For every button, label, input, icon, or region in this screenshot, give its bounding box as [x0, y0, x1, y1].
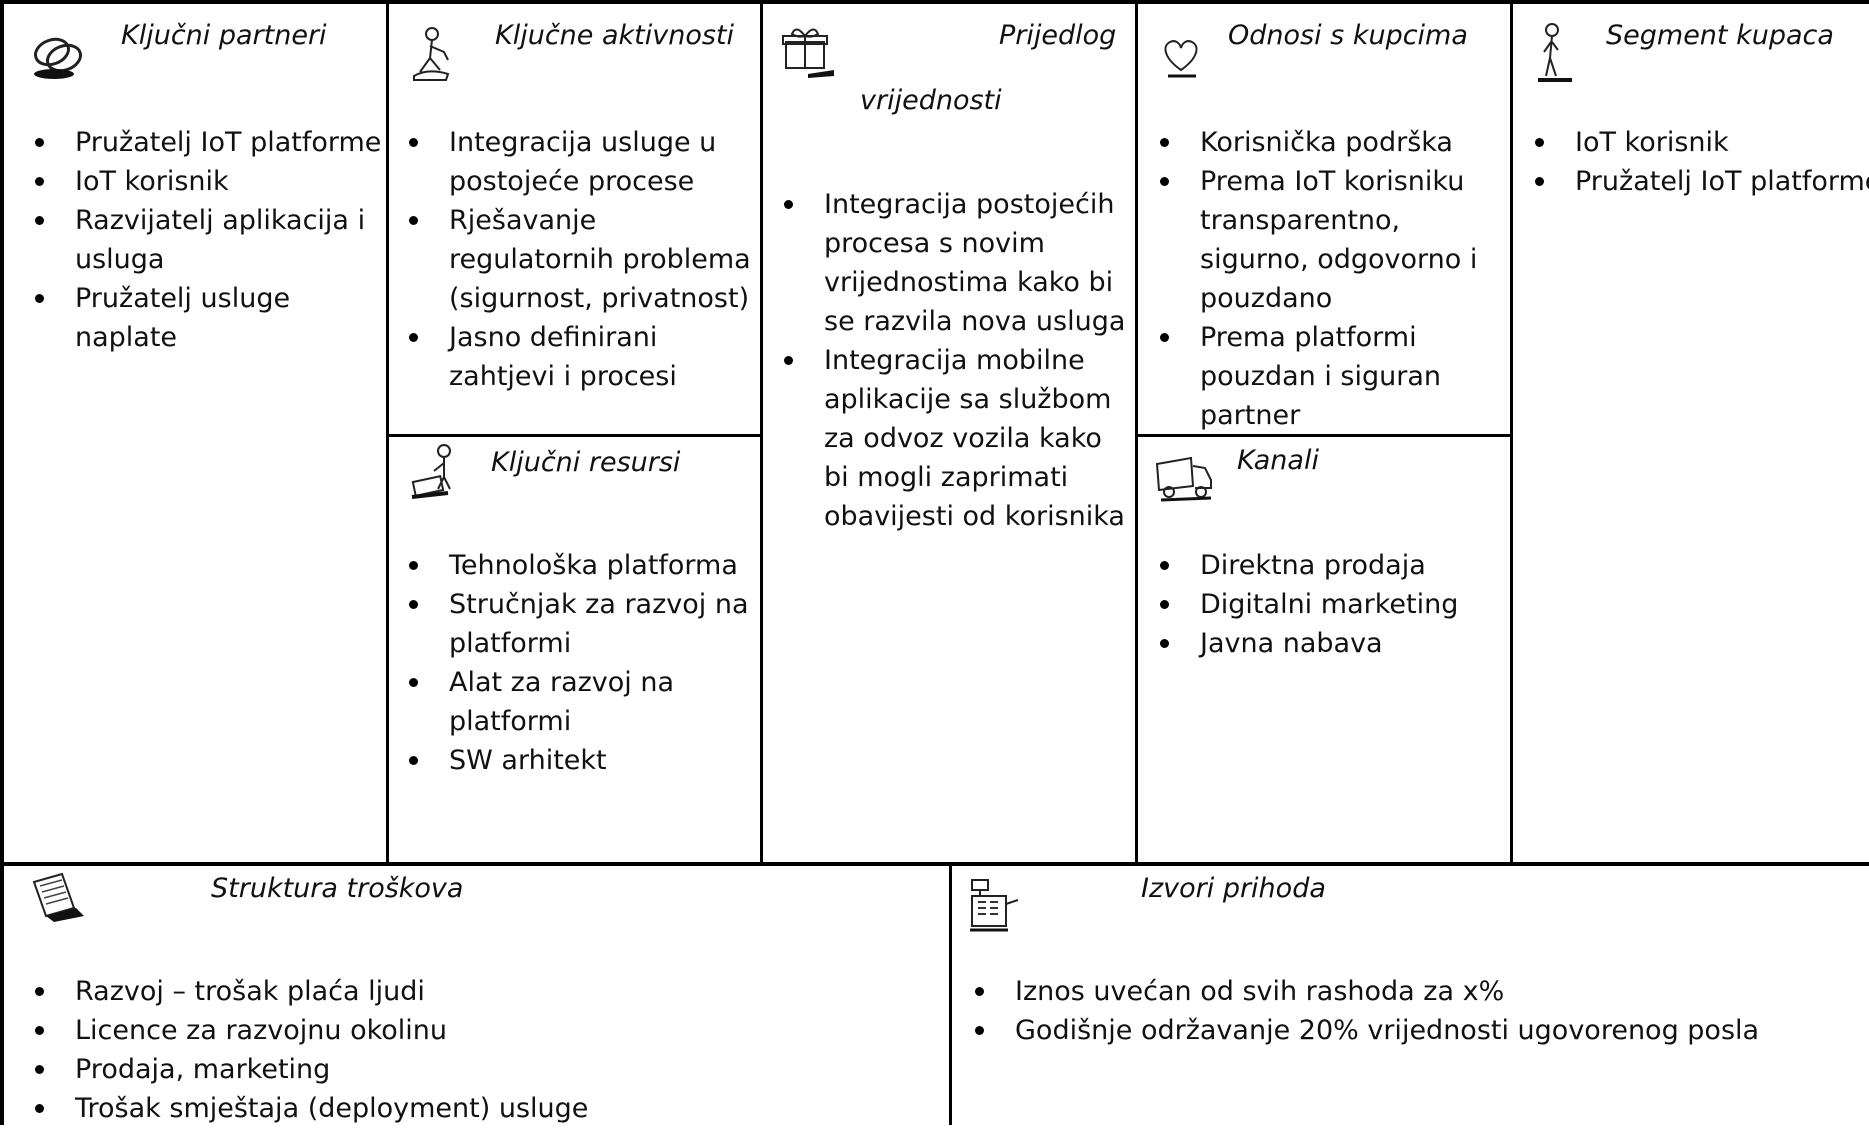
value-proposition-list: Integracija postojećih procesa s novim v…	[777, 185, 1133, 536]
worker-machine-icon	[408, 443, 462, 501]
value-proposition-title-line1: Prijedlog	[999, 20, 1117, 51]
list-item: Jasno definirani zahtjevi i procesi	[402, 318, 758, 396]
cost-structure-list: Razvoj – trošak plaća ljudi Licence za r…	[28, 972, 928, 1128]
list-item: Digitalni marketing	[1153, 585, 1509, 624]
list-item: Javna nabava	[1153, 624, 1509, 663]
list-item: Iznos uvećan od svih rashoda za x%	[968, 972, 1858, 1011]
list-item: IoT korisnik	[28, 162, 382, 201]
list-item: Korisnička podrška	[1153, 123, 1509, 162]
revenue-streams-list: Iznos uvećan od svih rashoda za x% Godiš…	[968, 972, 1858, 1050]
list-item: Prema platformi pouzdan i siguran partne…	[1153, 318, 1509, 435]
list-item: Stručnjak za razvoj na platformi	[402, 585, 758, 663]
list-item: Razvijatelj aplikacija i usluga	[28, 201, 382, 279]
documents-icon	[28, 870, 90, 924]
cost-structure-title: Struktura troškova	[211, 873, 464, 904]
left-border	[0, 0, 4, 1125]
list-item: Pružatelj usluge naplate	[28, 279, 382, 357]
divider-v2	[760, 0, 763, 866]
channels-title: Kanali	[1237, 445, 1319, 476]
divider-h-bottom	[0, 862, 1869, 866]
list-item: Pružatelj IoT platforme	[1528, 162, 1869, 201]
divider-v1	[386, 0, 389, 866]
list-item: Alat za razvoj na platformi	[402, 663, 758, 741]
channels-list: Direktna prodaja Digitalni marketing Jav…	[1153, 546, 1509, 663]
gift-box-icon	[778, 24, 838, 80]
key-activities-title: Ključne aktivnosti	[495, 20, 735, 51]
top-border	[0, 0, 1869, 4]
customer-relationships-list: Korisnička podrška Prema IoT korisniku t…	[1153, 123, 1509, 435]
divider-h-activities	[386, 434, 763, 437]
list-item: Integracija mobilne aplikacije sa službo…	[777, 341, 1133, 536]
key-partners-list: Pružatelj IoT platforme IoT korisnik Raz…	[28, 123, 382, 357]
truck-icon	[1153, 450, 1215, 504]
person-icon	[1532, 22, 1580, 84]
list-item: Godišnje održavanje 20% vrijednosti ugov…	[968, 1011, 1858, 1050]
list-item: Tehnološka platforma	[402, 546, 758, 585]
heart-icon	[1158, 34, 1204, 80]
list-item: IoT korisnik	[1528, 123, 1869, 162]
list-item: Licence za razvojnu okolinu	[28, 1011, 928, 1050]
divider-v-bottom	[949, 862, 952, 1125]
list-item: Pružatelj IoT platforme	[28, 123, 382, 162]
list-item: Direktna prodaja	[1153, 546, 1509, 585]
key-resources-list: Tehnološka platforma Stručnjak za razvoj…	[402, 546, 758, 780]
worker-icon	[408, 26, 460, 84]
key-partners-title: Ključni partneri	[121, 20, 327, 51]
list-item: Rješavanje regulatornih problema (sigurn…	[402, 201, 758, 318]
customer-segments-list: IoT korisnik Pružatelj IoT platforme	[1528, 123, 1869, 201]
list-item: Integracija usluge u postojeće procese	[402, 123, 758, 201]
divider-v4	[1510, 0, 1513, 866]
revenue-streams-title: Izvori prihoda	[1141, 873, 1326, 904]
list-item: Prodaja, marketing	[28, 1050, 928, 1089]
value-proposition-title-line2: vrijednosti	[860, 85, 1002, 116]
divider-v3	[1135, 0, 1138, 866]
cash-register-icon	[966, 874, 1022, 934]
customer-segments-title: Segment kupaca	[1606, 20, 1834, 51]
list-item: Prema IoT korisniku transparentno, sigur…	[1153, 162, 1509, 318]
list-item: Integracija postojećih procesa s novim v…	[777, 185, 1133, 341]
list-item: SW arhitekt	[402, 741, 758, 780]
list-item: Razvoj – trošak plaća ljudi	[28, 972, 928, 1011]
divider-h-relationships	[1135, 434, 1513, 437]
chain-links-icon	[28, 26, 88, 82]
list-item: Trošak smještaja (deployment) usluge	[28, 1089, 928, 1128]
key-resources-title: Ključni resursi	[491, 447, 681, 478]
key-activities-list: Integracija usluge u postojeće procese R…	[402, 123, 758, 396]
customer-relationships-title: Odnosi s kupcima	[1228, 20, 1468, 51]
